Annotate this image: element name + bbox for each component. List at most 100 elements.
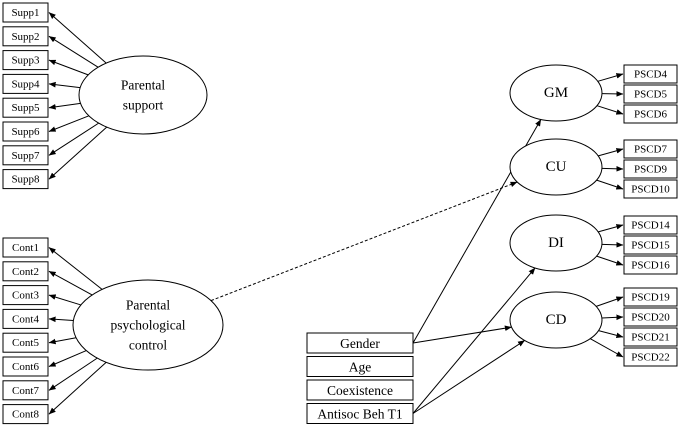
covariate-coexistence-label: Coexistence: [327, 383, 393, 398]
indicator-cont1-label: Cont1: [12, 242, 39, 254]
indicator-supp1: [2, 2, 49, 23]
indicator-pscd19-label: PSCD19: [631, 292, 670, 304]
indicator-pscd22: [623, 347, 678, 367]
indicator-pscd5: [623, 84, 678, 104]
indicator-pscd20: [623, 307, 678, 327]
path-antisoc-beh-t1-to-di: [412, 267, 536, 414]
latent-di: [509, 214, 603, 272]
arrow-support-supp6: [48, 115, 90, 132]
latent-cd-label-1: CD: [546, 312, 567, 328]
indicator-supp8-label: Supp8: [11, 174, 40, 186]
latent-control-label-2: psychological: [111, 318, 186, 333]
indicator-cont3: [2, 285, 49, 306]
latent-control-label-1: Parental: [126, 298, 170, 313]
latent-support-label-1: Parental: [121, 78, 165, 93]
indicator-cont5-label: Cont5: [12, 337, 39, 349]
covariate-age-label: Age: [349, 360, 372, 375]
arrow-cd-pscd21: [598, 330, 624, 339]
latent-di-label-1: DI: [548, 235, 564, 251]
indicator-pscd4: [623, 64, 678, 84]
arrow-support-supp1: [48, 12, 107, 64]
latent-gm-label-1: GM: [544, 85, 568, 101]
indicator-cont3-label: Cont3: [12, 290, 39, 302]
arrow-support-supp2: [48, 35, 99, 68]
arrow-di-pscd15: [601, 241, 624, 248]
indicator-supp4-label: Supp4: [11, 78, 40, 90]
indicator-pscd6: [623, 104, 678, 124]
indicator-pscd7: [623, 139, 678, 159]
arrow-control-cont6: [48, 350, 87, 367]
indicator-pscd16: [623, 255, 678, 275]
indicator-supp3-label: Supp3: [11, 55, 40, 67]
indicator-cont6-label: Cont6: [12, 361, 39, 373]
arrow-gm-pscd4: [597, 73, 624, 82]
latent-gm: [509, 64, 603, 122]
indicator-supp2-label: Supp2: [11, 31, 39, 43]
arrow-control-cont8: [48, 361, 107, 415]
covariate-antisoc-beh-t1: [306, 403, 414, 424]
indicator-pscd9: [623, 159, 678, 179]
arrow-control-cont4: [48, 316, 74, 323]
indicator-pscd9-label: PSCD9: [634, 164, 668, 176]
indicator-cont2-label: Cont2: [12, 266, 39, 278]
indicator-cont7: [2, 380, 49, 401]
arrow-control-cont1: [48, 247, 103, 290]
arrow-control-cont2: [48, 270, 93, 296]
arrow-di-pscd14: [598, 224, 624, 233]
arrow-cd-pscd22: [590, 338, 624, 358]
latent-support-label-2: support: [123, 98, 164, 113]
covariate-antisoc-beh-t1-label: Antisoc Beh T1: [317, 407, 402, 422]
indicator-cont6: [2, 356, 49, 377]
indicator-supp7-label: Supp7: [11, 150, 40, 162]
arrow-control-cont3: [48, 294, 82, 306]
arrow-control-cont5: [48, 337, 77, 345]
indicator-cont4: [2, 308, 49, 329]
covariate-age: [306, 356, 414, 377]
arrow-support-supp4: [48, 81, 81, 89]
indicator-cont5: [2, 332, 49, 353]
arrow-support-supp3: [48, 59, 89, 76]
latent-control-label-3: control: [129, 338, 167, 353]
covariate-gender-label: Gender: [340, 336, 380, 351]
arrow-cd-pscd20: [601, 314, 624, 321]
indicator-pscd10-label: PSCD10: [631, 184, 670, 196]
arrow-cu-pscd10: [596, 179, 624, 190]
arrow-cu-pscd7: [598, 148, 624, 157]
indicator-supp2: [2, 26, 49, 47]
covariate-coexistence: [306, 379, 414, 401]
arrow-support-supp5: [48, 102, 81, 110]
indicator-cont8: [2, 404, 49, 425]
indicator-cont2: [2, 261, 49, 282]
arrow-gm-pscd6: [596, 105, 624, 115]
arrow-di-pscd16: [596, 255, 624, 266]
indicator-pscd15-label: PSCD15: [631, 240, 670, 252]
latent-cu: [509, 138, 603, 196]
indicator-cont7-label: Cont7: [12, 385, 39, 397]
indicator-pscd10: [623, 179, 678, 199]
path-gender-to-cd: [412, 325, 512, 344]
indicator-pscd6-label: PSCD6: [634, 109, 668, 121]
indicator-pscd21-label: PSCD21: [631, 332, 670, 344]
path-antisoc-beh-t1-to-cd: [412, 340, 525, 414]
indicator-pscd20-label: PSCD20: [631, 312, 670, 324]
indicator-pscd15: [623, 235, 678, 255]
indicator-pscd14-label: PSCD14: [631, 220, 670, 232]
indicator-cont8-label: Cont8: [12, 409, 39, 421]
latent-support: [78, 55, 208, 135]
indicator-supp7: [2, 145, 49, 166]
indicator-supp5-label: Supp5: [11, 102, 40, 114]
indicator-supp4: [2, 73, 49, 94]
indicator-supp6-label: Supp6: [11, 126, 40, 138]
arrow-control-cont7: [48, 357, 98, 391]
indicator-supp5: [2, 97, 49, 118]
indicator-pscd21: [623, 327, 678, 347]
indicator-pscd7-label: PSCD7: [634, 144, 668, 156]
indicator-cont1: [2, 237, 49, 258]
indicator-supp1-label: Supp1: [11, 7, 39, 19]
indicator-pscd5-label: PSCD5: [634, 89, 668, 101]
indicator-supp6: [2, 121, 49, 142]
indicator-cont4-label: Cont4: [12, 313, 39, 325]
arrow-support-supp8: [48, 126, 108, 180]
indicator-pscd14: [623, 215, 678, 235]
